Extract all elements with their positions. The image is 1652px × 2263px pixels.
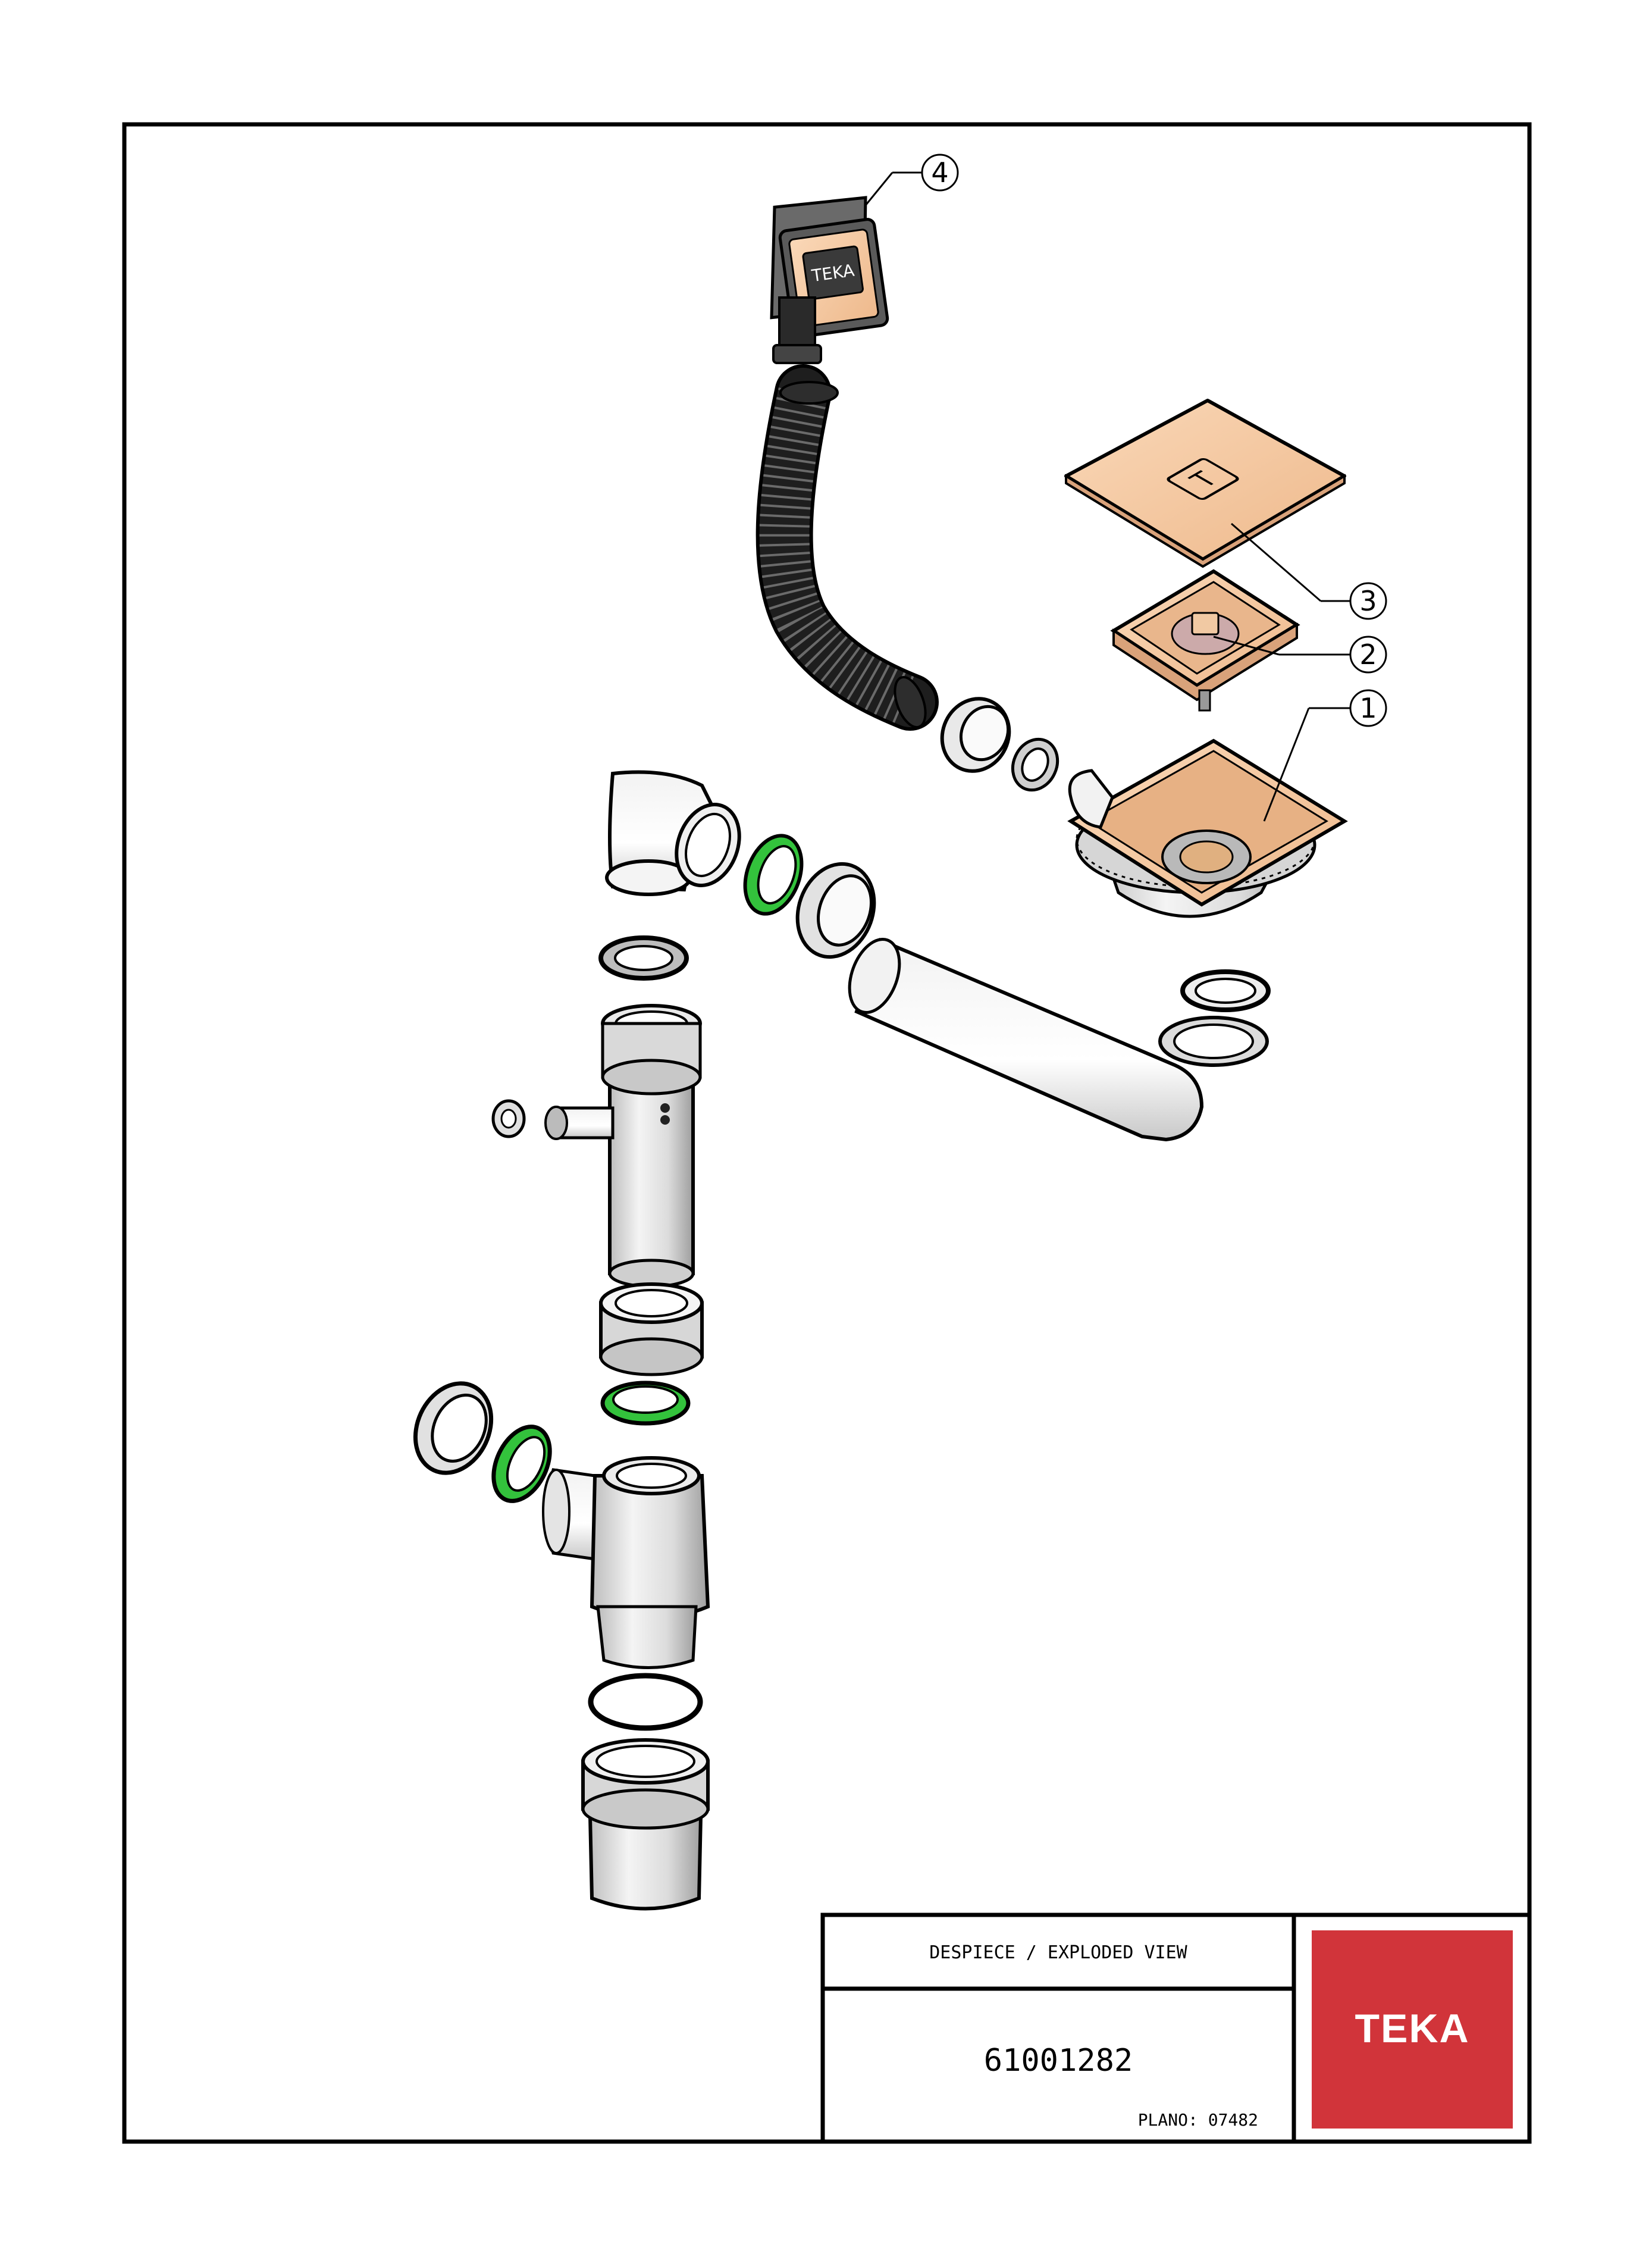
callout-1-label: 1	[1359, 692, 1377, 724]
overflow-hose	[756, 364, 939, 731]
arm-seal-green	[743, 834, 804, 916]
callout-4: 4	[864, 154, 959, 206]
tee-pipe	[491, 1004, 702, 1288]
overflow-assembly: TEKA	[770, 196, 889, 364]
plan-number: PLANO: 07482	[1138, 2110, 1258, 2130]
trap-inlet-nut	[413, 1381, 494, 1475]
basket-strainer	[1110, 569, 1300, 712]
part-number: 61001282	[984, 2043, 1133, 2079]
callout-1: 1	[1263, 689, 1387, 822]
upper-elbow	[605, 770, 741, 896]
cover-plate: T	[1064, 399, 1346, 568]
title-block: DESPIECE / EXPLODED VIEW 61001282 PLANO:…	[820, 1913, 1532, 2144]
arm-nut	[795, 862, 876, 959]
tee-lower-nut	[599, 1282, 704, 1376]
title-description: DESPIECE / EXPLODED VIEW	[929, 1942, 1187, 1963]
teka-logo: TEKA	[1355, 2006, 1469, 2051]
callout-3: 3	[1231, 522, 1387, 620]
trap-cup	[581, 1738, 710, 1911]
callout-3-label: 3	[1359, 585, 1377, 617]
teka-logo-box	[1312, 1930, 1513, 2129]
drawing-frame	[122, 122, 1532, 2144]
horizontal-arm-pipe	[848, 937, 1271, 1142]
callout-2-label: 2	[1359, 638, 1377, 671]
callout-4-label: 4	[931, 156, 948, 189]
callout-2: 2	[1213, 636, 1387, 674]
overflow-nut	[940, 697, 1059, 792]
trap-o-ring	[588, 1673, 703, 1731]
bottle-trap	[542, 1456, 710, 1669]
trap-inlet-seal-green	[491, 1425, 552, 1503]
vertical-seal-green	[600, 1381, 691, 1426]
drain-body	[1067, 738, 1348, 918]
